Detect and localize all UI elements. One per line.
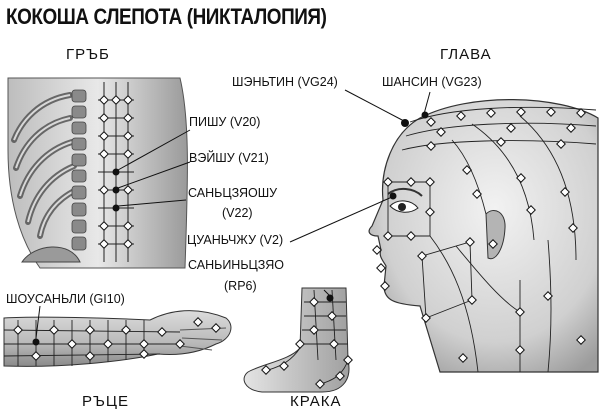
arm-figure: [3, 310, 232, 367]
section-label-head: ГЛАВА: [440, 46, 492, 63]
leader-lines: [35, 89, 431, 339]
point-label-vg24: ШЭНЬТИН (VG24): [232, 75, 338, 89]
point-label-vg23: ШАНСИН (VG23): [382, 75, 482, 89]
point-label-v22-line1: САНЬЦЗЯОШУ: [188, 186, 278, 200]
back-figure: [7, 77, 188, 269]
head-figure: [368, 99, 599, 373]
section-label-back: ГРЪБ: [66, 46, 110, 63]
point-label-v21: ВЭЙШУ (V21): [189, 151, 269, 165]
point-label-rp6-line2: (RP6): [224, 279, 257, 293]
point-label-v20: ПИШУ (V20): [189, 115, 261, 129]
leg-figure: [243, 287, 353, 393]
section-label-leg: КРАКА: [290, 393, 342, 410]
point-label-v2: ЦУАНЬЧЖУ (V2): [187, 233, 284, 247]
page-title: КОКОША СЛЕПОТА (НИКТАЛОПИЯ): [6, 4, 327, 29]
point-label-gi10: ШОУСАНЬЛИ (GI10): [6, 292, 125, 306]
point-label-v22-line2: (V22): [222, 206, 253, 220]
point-label-rp6-line1: САНЬИНЬЦЗЯО: [188, 258, 284, 272]
section-label-arm: РЪЦЕ: [82, 393, 129, 410]
